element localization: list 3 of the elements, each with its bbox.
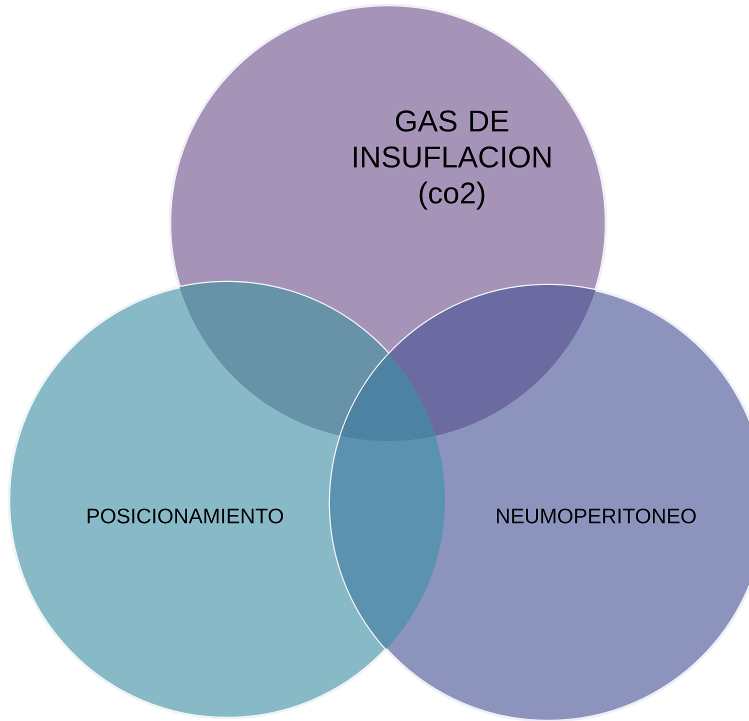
circle-label: NEUMOPERITONEO (497, 508, 696, 524)
circle-label: GAS DE INSUFLACION (co2) (354, 110, 550, 210)
circle-label: POSICIONAMIENTO (88, 508, 283, 524)
